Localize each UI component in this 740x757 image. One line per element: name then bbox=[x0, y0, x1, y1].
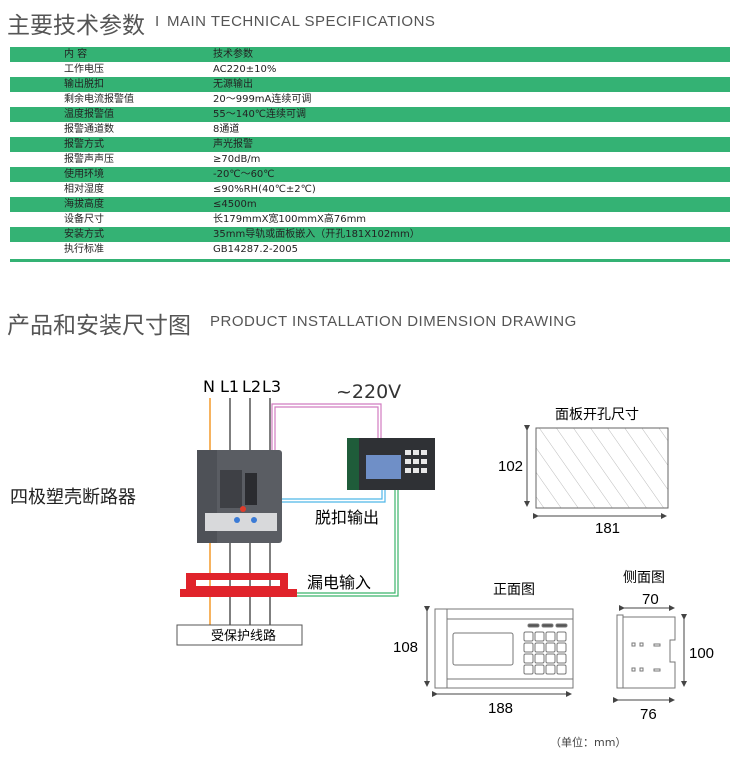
table-row: 工作电压 AC220±10% bbox=[10, 62, 730, 77]
keypad-key bbox=[545, 642, 556, 653]
table-row: 报警通道数 8通道 bbox=[10, 122, 730, 137]
table-row: 输出脱扣 无源输出 bbox=[10, 77, 730, 92]
keypad-key bbox=[523, 653, 534, 664]
keypad-key bbox=[534, 653, 545, 664]
side-view bbox=[616, 614, 676, 689]
spec-item: 报警通道数 bbox=[64, 124, 114, 135]
keypad-key bbox=[556, 653, 567, 664]
front-width: 188 bbox=[488, 700, 513, 717]
cutout-height: 102 bbox=[498, 458, 523, 475]
keypad-key bbox=[534, 664, 545, 675]
front-view bbox=[434, 608, 574, 689]
spec-item: 工作电压 bbox=[64, 64, 104, 75]
keypad-key bbox=[556, 642, 567, 653]
spec-value: GB14287.2-2005 bbox=[213, 244, 299, 255]
leakage-input-label: 漏电输入 bbox=[307, 573, 371, 592]
keypad-key bbox=[556, 631, 567, 642]
phase-label-n: N bbox=[203, 377, 215, 396]
spec-value: ≤90%RH(40℃±2℃) bbox=[213, 184, 316, 195]
table-row: 剩余电流报警值 20～999mA连续可调 bbox=[10, 92, 730, 107]
phase-label-l2: L2 bbox=[242, 377, 261, 396]
power-wires-pink bbox=[271, 403, 382, 450]
protected-line-box bbox=[176, 624, 303, 646]
spec-value: 35mm导轨或面板嵌入（开孔181X102mm） bbox=[213, 229, 420, 240]
panel-cutout bbox=[535, 427, 669, 509]
spec-value: 20～999mA连续可调 bbox=[213, 94, 312, 105]
spec-value: 55～140℃连续可调 bbox=[213, 109, 307, 120]
spec-item: 输出脱扣 bbox=[64, 79, 104, 90]
column-header-value: 技术参数 bbox=[213, 49, 253, 60]
spec-title-cn: 主要技术参数 bbox=[7, 13, 145, 39]
section2-title-en: PRODUCT INSTALLATION DIMENSION DRAWING bbox=[210, 313, 577, 330]
spec-value: 长179mmX宽100mmX高76mm bbox=[213, 214, 367, 225]
spec-item: 报警声声压 bbox=[64, 154, 114, 165]
keypad-key bbox=[523, 664, 534, 675]
keypad-key bbox=[556, 664, 567, 675]
spec-table: 内 容 技术参数 工作电压 AC220±10% 输出脱扣 无源输出剩余电流报警值 20～… bbox=[10, 47, 730, 257]
side-height: 100 bbox=[689, 645, 714, 662]
voltage-label: ~220V bbox=[336, 381, 401, 403]
spec-item: 报警方式 bbox=[64, 139, 104, 150]
table-row: 报警声声压 ≥70dB/m bbox=[10, 152, 730, 167]
table-header: 内 容 技术参数 bbox=[10, 47, 730, 62]
spec-value: ≤4500m bbox=[213, 199, 257, 210]
spec-item: 相对湿度 bbox=[64, 184, 104, 195]
table-row: 报警方式 声光报警 bbox=[10, 137, 730, 152]
table-row: 温度报警值 55～140℃连续可调 bbox=[10, 107, 730, 122]
spec-value: 8通道 bbox=[213, 124, 240, 135]
spec-item: 温度报警值 bbox=[64, 109, 114, 120]
leakage-wires-green bbox=[295, 490, 399, 597]
indicator-led bbox=[527, 623, 540, 628]
front-view-title: 正面图 bbox=[493, 582, 535, 598]
indicator-led bbox=[541, 623, 554, 628]
keypad-key bbox=[523, 642, 534, 653]
side-view-title: 侧面图 bbox=[623, 570, 665, 586]
spec-item: 执行标准 bbox=[64, 244, 104, 255]
spec-value: ≥70dB/m bbox=[213, 154, 261, 165]
phase-label-l1: L1 bbox=[220, 377, 239, 396]
spec-title-en: MAIN TECHNICAL SPECIFICATIONS bbox=[167, 13, 436, 30]
front-height: 108 bbox=[393, 639, 418, 656]
trip-wires-blue bbox=[282, 490, 386, 503]
spec-value: 无源输出 bbox=[213, 79, 253, 90]
column-header-item: 内 容 bbox=[64, 49, 88, 60]
cutout-width: 181 bbox=[595, 520, 620, 537]
spec-item: 设备尺寸 bbox=[64, 214, 104, 225]
indicator-led bbox=[555, 623, 568, 628]
spec-value: AC220±10% bbox=[213, 64, 277, 75]
table-row: 相对湿度 ≤90%RH(40℃±2℃) bbox=[10, 182, 730, 197]
table-row: 安装方式 35mm导轨或面板嵌入（开孔181X102mm） bbox=[10, 227, 730, 242]
table-row: 海拔高度 ≤4500m bbox=[10, 197, 730, 212]
keypad-key bbox=[523, 631, 534, 642]
spec-item: 海拔高度 bbox=[64, 199, 104, 210]
spec-value: -20℃～60℃ bbox=[213, 169, 275, 180]
side-bottom-width: 76 bbox=[640, 706, 657, 723]
spec-item: 剩余电流报警值 bbox=[64, 94, 134, 105]
unit-note: （单位：mm） bbox=[550, 735, 626, 749]
table-row: 使用环境 -20℃～60℃ bbox=[10, 167, 730, 182]
four-pole-breaker bbox=[197, 450, 282, 543]
keypad-key bbox=[534, 631, 545, 642]
keypad-key bbox=[545, 653, 556, 664]
spec-value: 声光报警 bbox=[213, 139, 253, 150]
spec-item: 安装方式 bbox=[64, 229, 104, 240]
controller-device bbox=[347, 438, 435, 490]
spec-item: 使用环境 bbox=[64, 169, 104, 180]
table-bottom-line bbox=[10, 259, 730, 262]
current-transformer bbox=[180, 573, 297, 597]
keypad-key bbox=[545, 631, 556, 642]
section2-title-cn: 产品和安装尺寸图 bbox=[7, 313, 191, 339]
trip-output-label: 脱扣输出 bbox=[315, 508, 379, 527]
table-row: 设备尺寸 长179mmX宽100mmX高76mm bbox=[10, 212, 730, 227]
keypad-key bbox=[534, 642, 545, 653]
side-top-width: 70 bbox=[642, 591, 659, 608]
cutout-title: 面板开孔尺寸 bbox=[555, 407, 639, 423]
protected-line-label: 受保护线路 bbox=[211, 628, 276, 644]
phase-label-l3: L3 bbox=[262, 377, 281, 396]
breaker-label: 四极塑壳断路器 bbox=[10, 487, 136, 508]
table-row: 执行标准 GB14287.2-2005 bbox=[10, 242, 730, 257]
spec-title-separator: I bbox=[155, 13, 160, 30]
keypad-key bbox=[545, 664, 556, 675]
